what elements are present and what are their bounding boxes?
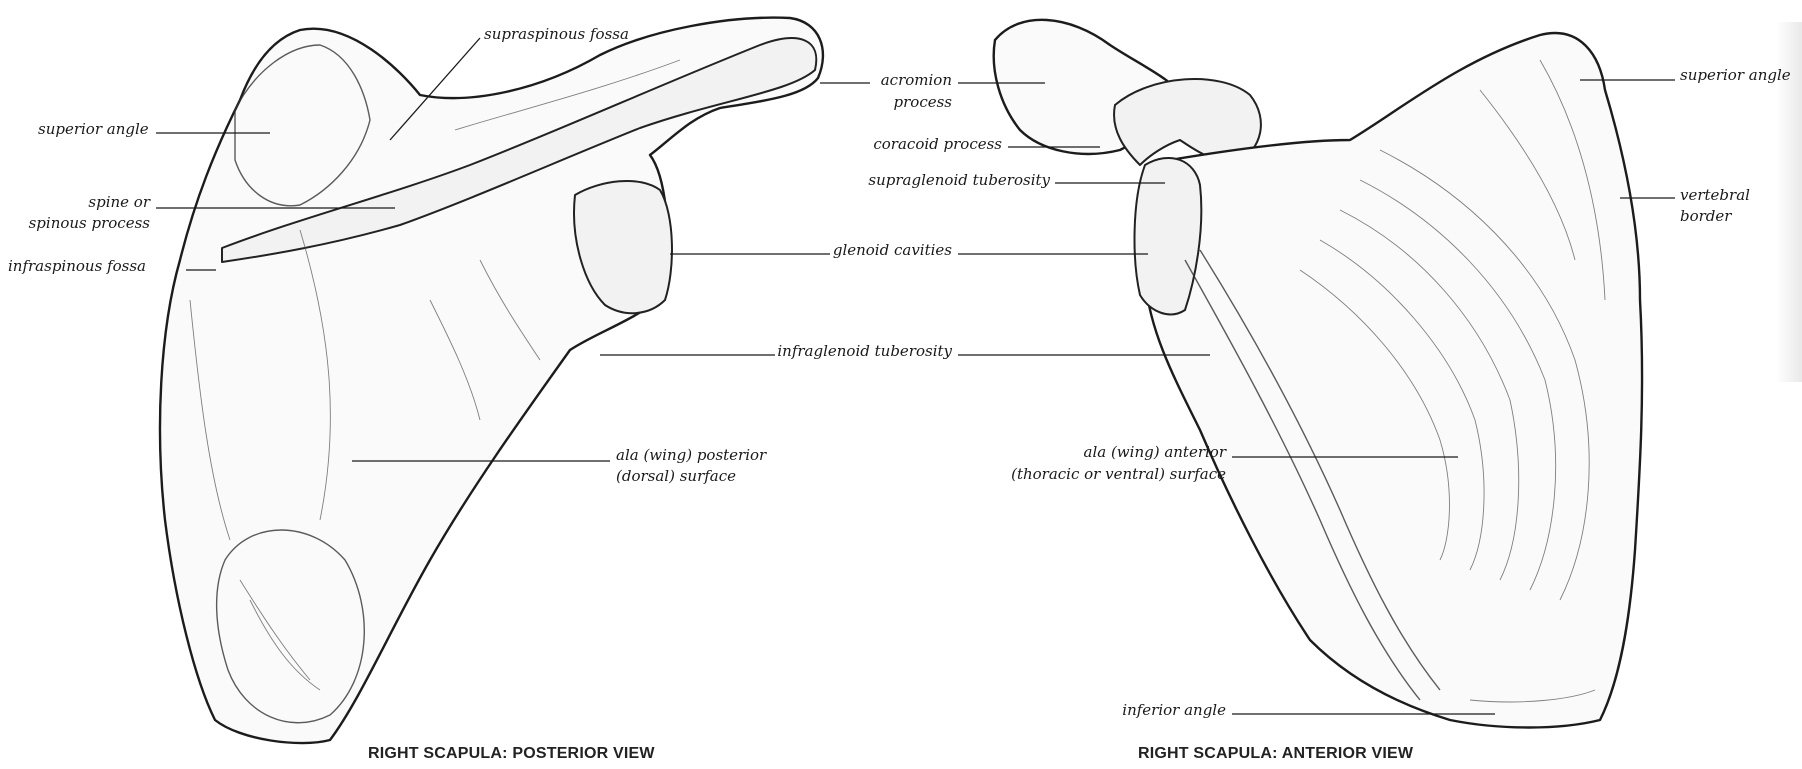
label-ala-anterior-line1: ala (wing) anterior: [990, 443, 1226, 462]
label-inferior-angle: inferior angle: [1090, 701, 1226, 720]
label-spine-line2: spinous process: [20, 214, 150, 233]
label-infraglenoid-tuberosity: infraglenoid tuberosity: [770, 342, 952, 361]
posterior-scapula-drawing: [160, 18, 823, 743]
label-ala-posterior-line2: (dorsal) surface: [616, 467, 736, 486]
label-vertebral-border-line1: vertebral: [1680, 186, 1750, 205]
label-acromion-line1: acromion: [820, 71, 952, 90]
label-acromion-line2: process: [820, 93, 952, 112]
anterior-scapula-drawing: [994, 20, 1642, 728]
caption-posterior-view: RIGHT SCAPULA: POSTERIOR VIEW: [368, 745, 655, 763]
label-superior-angle-anterior: superior angle: [1680, 66, 1791, 85]
label-ala-anterior-line2: (thoracic or ventral) surface: [990, 465, 1226, 484]
label-spine-line1: spine or: [20, 193, 150, 212]
label-vertebral-border-line2: border: [1680, 207, 1731, 226]
label-supraglenoid-tuberosity: supraglenoid tuberosity: [820, 171, 1050, 190]
label-ala-posterior-line1: ala (wing) posterior: [616, 446, 766, 465]
label-infraspinous-fossa: infraspinous fossa: [8, 257, 146, 276]
label-supraspinous-fossa: supraspinous fossa: [484, 25, 629, 44]
caption-anterior-view: RIGHT SCAPULA: ANTERIOR VIEW: [1138, 745, 1413, 763]
label-superior-angle-posterior: superior angle: [38, 120, 149, 139]
label-glenoid-cavities: glenoid cavities: [820, 241, 952, 260]
label-coracoid-process: coracoid process: [830, 135, 1002, 154]
